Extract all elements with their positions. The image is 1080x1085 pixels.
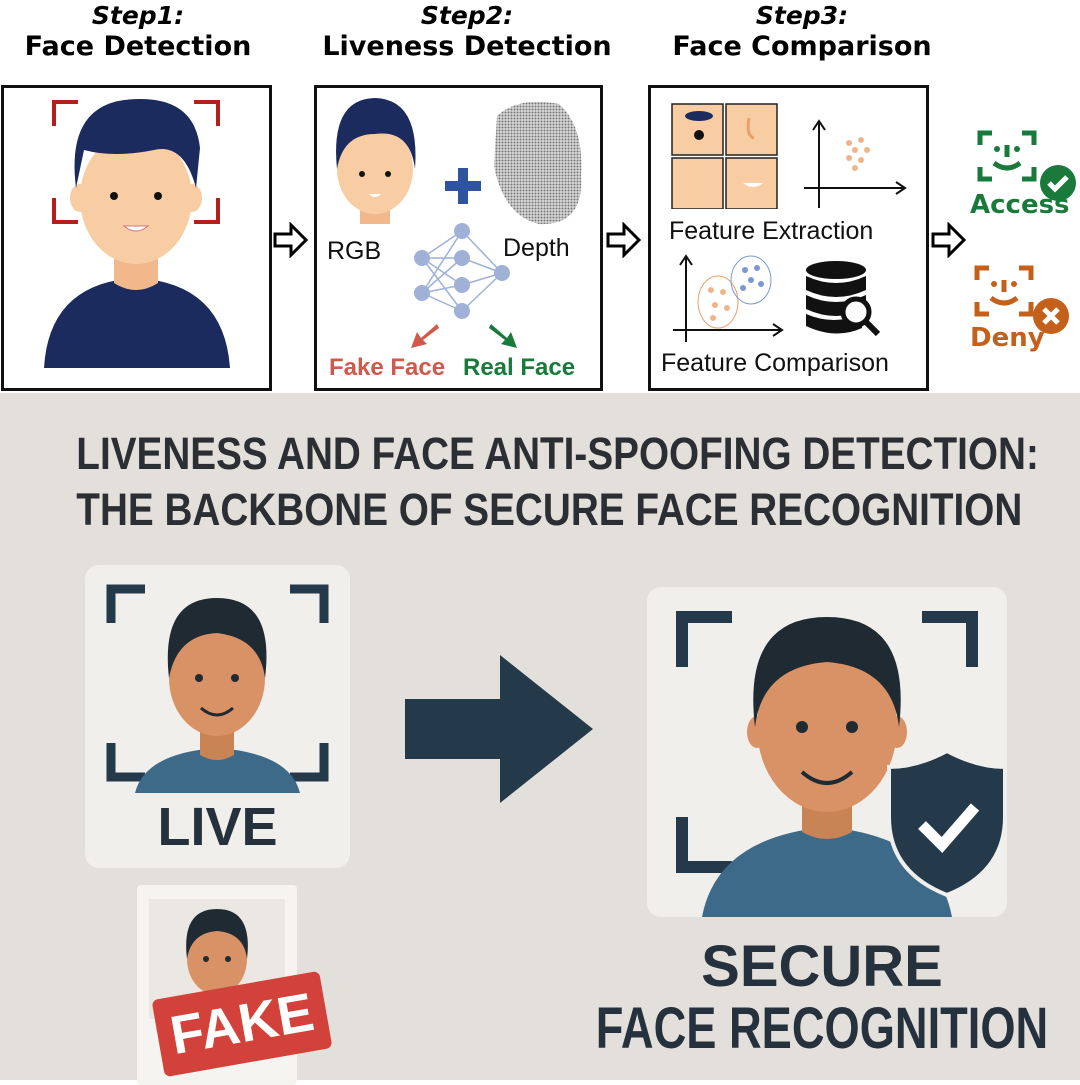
shield-check-icon xyxy=(887,748,1007,897)
arrow-right-icon xyxy=(931,222,967,258)
feature-clusters-icon xyxy=(673,254,784,342)
arrow-right-icon xyxy=(273,222,309,258)
secure-card xyxy=(647,587,1007,917)
step1-label: Step1: xyxy=(91,1,185,30)
database-search-icon xyxy=(806,261,881,337)
step3-label: Step3: xyxy=(755,1,849,30)
step2-title: Step2:Liveness Detection xyxy=(307,2,627,64)
step1-title: Step1:Face Detection xyxy=(0,2,298,64)
depth-face-illustration xyxy=(494,101,582,225)
big-arrow-right-icon xyxy=(405,655,593,803)
fake-card: FAKE xyxy=(137,885,333,1085)
neural-network-icon xyxy=(414,223,510,319)
step2-label: Step2: xyxy=(420,1,514,30)
fake-arrow-icon xyxy=(411,324,439,348)
live-card: LIVE xyxy=(85,565,350,868)
deny-face-id-icon xyxy=(974,265,1069,334)
detected-face-illustration xyxy=(44,99,230,368)
rgb-face-illustration xyxy=(336,98,416,224)
heading-line-2: THE BACKBONE OF SECURE FACE RECOGNITION xyxy=(76,484,1023,535)
real-face-label: Real Face xyxy=(463,354,576,381)
heading-line-1: LIVENESS AND FACE ANTI-SPOOFING DETECTIO… xyxy=(76,428,1039,479)
arrow-right-icon xyxy=(606,222,642,258)
detection-frame-icon xyxy=(52,100,220,224)
step3-title: Step3:Face Comparison xyxy=(642,2,962,64)
fake-label: FAKE xyxy=(165,981,319,1067)
rgb-label: RGB xyxy=(327,237,382,265)
depth-label: Depth xyxy=(503,234,570,262)
secure-label: SECURE xyxy=(701,934,943,999)
liveness-detection-panel: RGB Depth Fake Face Real Face xyxy=(314,85,603,391)
live-label: LIVE xyxy=(157,797,278,857)
deny-label: Deny xyxy=(970,323,1045,353)
face-patches-illustration xyxy=(671,103,778,209)
live-face-illustration xyxy=(106,584,329,793)
fake-face-label: Fake Face xyxy=(329,354,446,381)
plus-icon xyxy=(445,168,481,204)
secure-face-illustration xyxy=(676,611,978,917)
feature-comparison-label: Feature Comparison xyxy=(661,349,889,377)
feature-scatter-icon xyxy=(804,119,907,208)
step2-heading: Liveness Detection xyxy=(322,31,612,62)
face-comparison-panel: Feature Extraction Feature Comparison xyxy=(648,85,929,391)
face-detection-panel xyxy=(1,85,272,391)
face-recognition-label: FACE RECOGNITION xyxy=(595,996,1049,1061)
feature-extraction-label: Feature Extraction xyxy=(669,217,874,245)
real-arrow-icon xyxy=(489,324,517,348)
step1-heading: Face Detection xyxy=(24,31,252,62)
step3-heading: Face Comparison xyxy=(672,31,932,62)
access-face-id-icon xyxy=(977,130,1076,201)
access-label: Access xyxy=(970,190,1070,220)
